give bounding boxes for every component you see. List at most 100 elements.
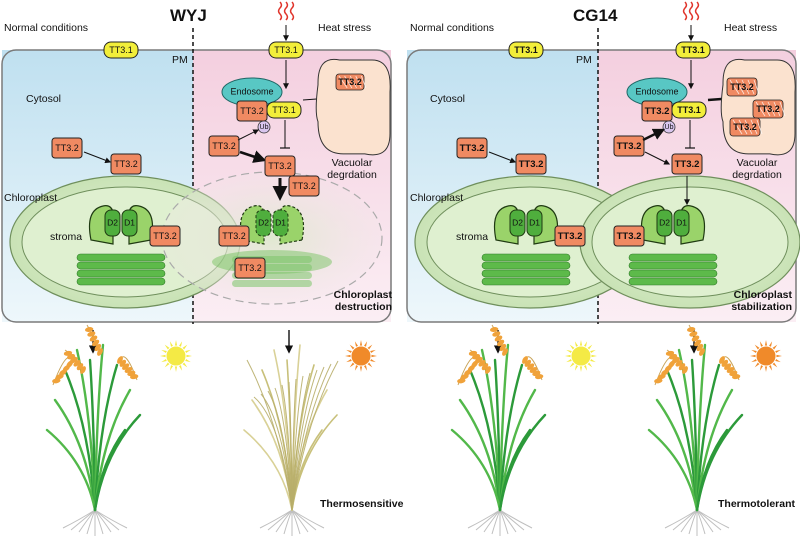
root <box>499 509 533 529</box>
fragment-crack <box>361 75 367 89</box>
tt3-2-box <box>110 153 142 175</box>
d2-label: D2 <box>659 217 670 227</box>
arrow <box>642 128 666 142</box>
arrow <box>644 151 671 165</box>
sun-ray <box>359 365 363 372</box>
fragment-crack <box>349 75 357 89</box>
arrow <box>488 151 517 164</box>
root <box>78 509 96 533</box>
sun-ray <box>161 358 168 363</box>
endosome-text: Endosome <box>230 86 273 96</box>
rice-grain <box>490 327 499 332</box>
sun-ray <box>566 349 573 354</box>
vacuole <box>315 58 391 156</box>
tt3-2-text: TT3.2 <box>645 106 670 117</box>
root <box>680 509 698 533</box>
rice-grain <box>524 359 532 367</box>
d1-label: D1 <box>676 217 687 227</box>
root <box>291 509 325 529</box>
sun-ray <box>574 364 579 371</box>
fragment-crack <box>747 79 755 95</box>
tt3-2-protein: TT3.2 <box>554 225 586 247</box>
sun-ray <box>587 362 593 368</box>
sun-ray <box>169 341 174 348</box>
sun-ray <box>164 362 170 368</box>
stroma-label: stroma <box>50 231 83 243</box>
d1-subunit <box>121 209 138 237</box>
tt3-2-protein: TT3.2 <box>218 225 250 247</box>
sun-ray <box>346 349 353 354</box>
vacuolar-degradation-label: Vacuolar degrdation <box>732 157 782 182</box>
tt3-2-box <box>456 137 488 159</box>
panel-title-wyj: WYJ <box>170 6 207 25</box>
sun-disc <box>350 345 372 367</box>
root <box>672 509 698 531</box>
d2-subunit <box>656 209 673 237</box>
leaf <box>93 428 127 512</box>
tt3-2-box <box>554 225 586 247</box>
arrow <box>237 129 260 141</box>
root <box>696 509 706 535</box>
stroma-label: stroma <box>456 231 489 243</box>
sun-ray <box>565 354 572 358</box>
panel-title-cg14: CG14 <box>573 6 618 25</box>
sun-ray <box>768 341 773 348</box>
tt3-1-text: TT3.1 <box>272 105 296 115</box>
tt3-1-text: TT3.1 <box>681 45 705 55</box>
sun-ray <box>367 344 373 350</box>
tt3-2-box <box>264 155 296 177</box>
thylakoid-stack <box>481 253 571 286</box>
rice-grain <box>460 373 469 380</box>
tt3-2-text: TT3.2 <box>55 143 79 153</box>
leaf <box>695 428 729 512</box>
dry-leaf <box>288 381 293 511</box>
sun-ray <box>354 341 359 348</box>
sun-ray <box>754 344 760 350</box>
tt3-2-protein: TT3.2 <box>208 135 240 157</box>
rice-grain <box>87 331 96 337</box>
rice-grain <box>678 363 686 371</box>
fragment-crack <box>738 119 748 135</box>
tt3-2-box <box>218 225 250 247</box>
rice-grain <box>85 327 94 332</box>
tt3-2-fragments: TT3.2 <box>335 73 367 91</box>
thylakoid-disc <box>76 253 166 262</box>
rice-grain <box>130 374 139 380</box>
tt3-2-protein: TT3.2 <box>288 175 320 197</box>
sun-ray <box>169 364 174 371</box>
sun-disc <box>165 345 187 367</box>
heat-wave <box>289 1 295 21</box>
leaf <box>647 428 699 512</box>
tt3-2-box <box>613 225 645 247</box>
sun-ray <box>775 354 782 358</box>
normal-conditions-label: Normal conditions <box>410 22 495 34</box>
sun-ray <box>759 341 764 348</box>
sun-ray <box>182 344 188 350</box>
endosome-text: Endosome <box>635 86 678 96</box>
thylakoid-disc <box>628 261 718 270</box>
thylakoid-stack <box>628 253 718 286</box>
rice-plant-icon <box>647 324 744 536</box>
sun-ray <box>164 344 170 350</box>
heat-wave <box>688 1 694 21</box>
fragment-crack <box>344 75 353 89</box>
tt3-2-protein: TT3.2 <box>671 153 703 175</box>
d2-label: D2 <box>107 217 118 227</box>
sun-ray <box>772 344 778 350</box>
arrow <box>239 150 267 163</box>
tt3-1-text: TT3.1 <box>109 45 133 55</box>
root <box>467 509 501 529</box>
root <box>259 509 293 529</box>
fragment-crack <box>753 79 760 95</box>
tt3-2-protein: TT3.2 <box>456 137 488 159</box>
sun-ray <box>178 341 183 348</box>
sun-ray <box>774 349 781 354</box>
thylakoid-disc <box>232 280 312 287</box>
tt3-2-text: TT3.2 <box>460 143 485 154</box>
tt3-1-text: TT3.1 <box>274 45 298 55</box>
rice-grain <box>665 350 675 356</box>
tt3-1-box <box>103 41 139 59</box>
tt3-2-text: TT3.2 <box>153 231 177 241</box>
sun-ray <box>367 362 373 368</box>
